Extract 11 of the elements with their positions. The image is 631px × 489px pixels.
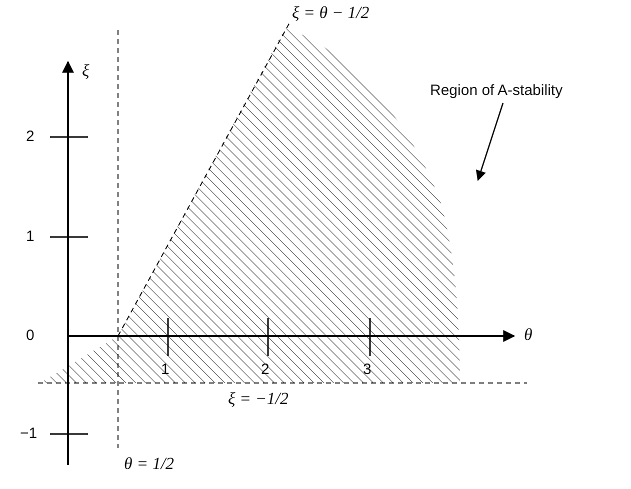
tick-label: −1 xyxy=(20,425,38,443)
leader-arrow xyxy=(476,102,504,181)
axis-label: θ xyxy=(524,326,532,344)
tick-label: 0 xyxy=(26,327,34,345)
line-equation: ξ = θ − 1/2 xyxy=(292,4,370,22)
axis-label: ξ xyxy=(82,62,90,80)
region-label: Region of A-stability xyxy=(430,82,563,100)
tick-label: 1 xyxy=(26,228,34,246)
line-equation: ξ = −1/2 xyxy=(228,390,288,408)
line-equation: θ = 1/2 xyxy=(124,455,174,473)
tick-label: 2 xyxy=(26,128,34,146)
